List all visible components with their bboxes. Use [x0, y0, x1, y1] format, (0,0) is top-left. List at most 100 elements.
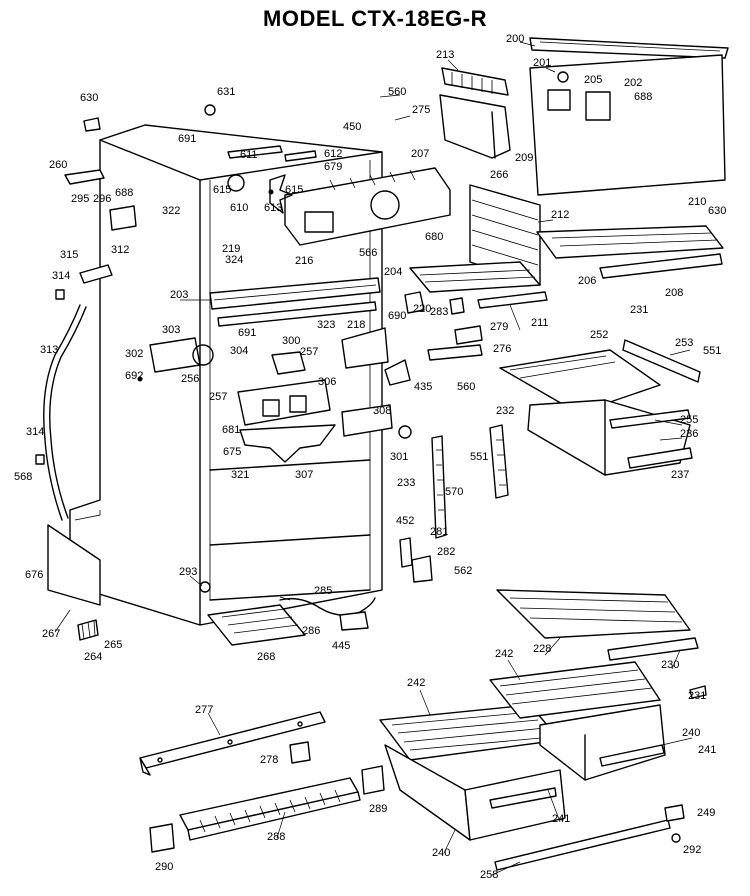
- evaporator-cover: [284, 167, 451, 246]
- part-label-631: 631: [217, 86, 235, 98]
- part-label-219: 219: [222, 243, 240, 255]
- part-label-236: 236: [680, 428, 698, 440]
- lower-shelf: [496, 589, 707, 699]
- ice-tray-and-bin: [439, 67, 511, 159]
- part-label-212: 212: [551, 209, 569, 221]
- part-label-240: 240: [682, 727, 700, 739]
- part-label-313: 313: [40, 344, 58, 356]
- part-label-286: 286: [302, 625, 320, 637]
- part-label-253: 253: [675, 337, 693, 349]
- part-label-445: 445: [332, 640, 350, 652]
- part-label-692: 692: [125, 370, 143, 382]
- part-label-293: 293: [179, 566, 197, 578]
- part-label-570: 570: [445, 486, 463, 498]
- part-label-207: 207: [411, 148, 429, 160]
- part-label-323: 323: [317, 319, 335, 331]
- part-label-258: 258: [480, 869, 498, 881]
- part-label-306: 306: [318, 376, 336, 388]
- part-label-240: 240: [432, 847, 450, 859]
- freezer-shelves: [404, 184, 548, 314]
- part-label-324: 324: [225, 254, 243, 266]
- part-label-281: 281: [430, 526, 448, 538]
- part-label-296: 296: [93, 193, 111, 205]
- part-label-208: 208: [665, 287, 683, 299]
- part-label-681: 681: [222, 424, 240, 436]
- shelf-supports: [341, 404, 509, 539]
- part-label-260: 260: [49, 159, 67, 171]
- part-label-266: 266: [490, 169, 508, 181]
- part-label-435: 435: [414, 381, 432, 393]
- part-label-206: 206: [578, 275, 596, 287]
- part-label-288: 288: [267, 831, 285, 843]
- part-label-307: 307: [295, 469, 313, 481]
- part-label-264: 264: [84, 651, 102, 663]
- part-label-267: 267: [42, 628, 60, 640]
- part-label-679: 679: [324, 161, 342, 173]
- part-label-233: 233: [397, 477, 415, 489]
- part-label-231: 231: [630, 304, 648, 316]
- part-label-200: 200: [506, 33, 524, 45]
- crisper-drawers: [379, 661, 685, 871]
- hinge-parts: [341, 297, 483, 583]
- part-label-216: 216: [295, 255, 313, 267]
- part-label-450: 450: [343, 121, 361, 133]
- part-label-675: 675: [223, 446, 241, 458]
- part-label-256: 256: [181, 373, 199, 385]
- part-label-314: 314: [52, 270, 70, 282]
- freezer-door: [529, 37, 729, 196]
- part-label-630: 630: [708, 205, 726, 217]
- part-label-237: 237: [671, 469, 689, 481]
- leader-lines: [54, 41, 693, 876]
- part-label-277: 277: [195, 704, 213, 716]
- fan-assembly: [227, 145, 317, 214]
- part-label-257: 257: [300, 346, 318, 358]
- part-label-322: 322: [162, 205, 180, 217]
- part-label-203: 203: [170, 289, 188, 301]
- meat-keeper: [499, 339, 701, 476]
- part-label-230: 230: [661, 659, 679, 671]
- part-label-303: 303: [162, 324, 180, 336]
- part-label-255: 255: [680, 414, 698, 426]
- part-label-292: 292: [683, 844, 701, 856]
- damper-assembly: [137, 337, 214, 382]
- part-label-201: 201: [533, 57, 551, 69]
- cabinet-body: [47, 124, 383, 626]
- part-label-242: 242: [407, 677, 425, 689]
- diagram-title: MODEL CTX-18EG-R: [263, 6, 487, 31]
- part-label-302: 302: [125, 348, 143, 360]
- part-label-278: 278: [260, 754, 278, 766]
- part-label-562: 562: [454, 565, 472, 577]
- part-label-688: 688: [115, 187, 133, 199]
- part-label-252: 252: [590, 329, 608, 341]
- part-label-615: 615: [285, 184, 303, 196]
- part-label-285: 285: [314, 585, 332, 597]
- kick-plate-parts: [139, 711, 385, 853]
- part-label-300: 300: [282, 335, 300, 347]
- part-label-551: 551: [703, 345, 721, 357]
- part-label-611: 611: [240, 149, 258, 161]
- part-label-282: 282: [437, 546, 455, 558]
- part-label-691: 691: [178, 133, 196, 145]
- divider-rail: [209, 277, 381, 327]
- part-label-315: 315: [60, 249, 78, 261]
- part-label-276: 276: [493, 343, 511, 355]
- part-label-290: 290: [155, 861, 173, 873]
- part-label-209: 209: [515, 152, 533, 164]
- base-components: [77, 581, 376, 646]
- part-label-257: 257: [209, 391, 227, 403]
- part-label-241: 241: [552, 813, 570, 825]
- part-label-202: 202: [624, 77, 642, 89]
- part-label-688: 688: [634, 91, 652, 103]
- part-label-205: 205: [584, 74, 602, 86]
- part-label-213: 213: [436, 49, 454, 61]
- part-label-304: 304: [230, 345, 248, 357]
- part-label-242: 242: [495, 648, 513, 660]
- part-label-612: 612: [324, 148, 342, 160]
- part-label-690: 690: [388, 310, 406, 322]
- part-label-220: 220: [413, 303, 431, 315]
- part-label-676: 676: [25, 569, 43, 581]
- part-label-228: 228: [533, 643, 551, 655]
- part-label-560: 560: [388, 86, 406, 98]
